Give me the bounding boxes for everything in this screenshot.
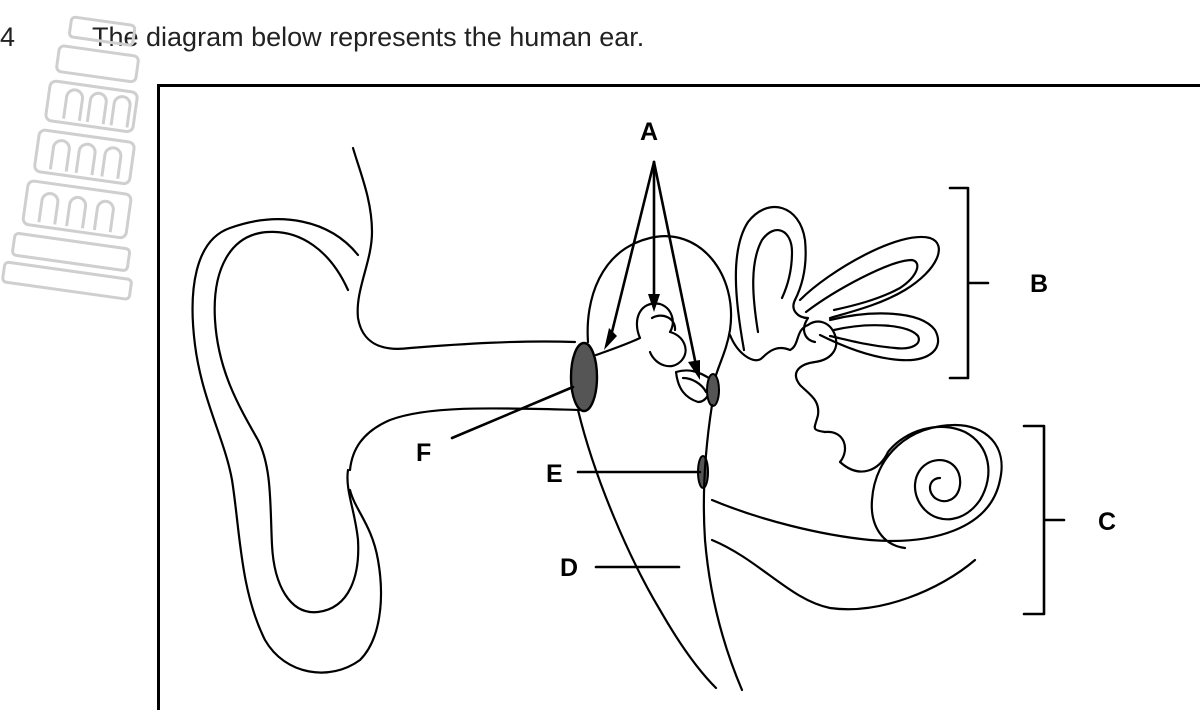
label-C: C [1098, 508, 1116, 536]
pinna-outer-rim [193, 219, 381, 672]
vestibule [730, 322, 836, 432]
semicircular-canal-upper-outer [800, 237, 939, 318]
cochlea-upper-edge [825, 427, 988, 519]
eustachian-tube-left [578, 410, 716, 688]
pinna-inner-curve [215, 232, 359, 612]
semicircular-canal-outer [736, 207, 806, 350]
semicircular-canal-inner [753, 230, 792, 332]
bracket-B [950, 188, 988, 378]
label-B: B [1030, 270, 1048, 298]
semicircular-canal-upper-inner [806, 260, 917, 312]
label-E: E [546, 460, 563, 488]
eustachian-tube-right [704, 405, 742, 690]
label-F: F [416, 439, 431, 467]
bracket-C [1024, 426, 1064, 614]
label-D: D [560, 554, 578, 582]
oval-window [707, 374, 719, 406]
pinna-outline [353, 148, 575, 349]
label-A: A [640, 118, 658, 146]
middle-ear-cavity [588, 236, 731, 392]
cochlea-lower-edge [712, 540, 975, 609]
eardrum [571, 343, 597, 411]
cochlea-outer [712, 425, 1002, 548]
